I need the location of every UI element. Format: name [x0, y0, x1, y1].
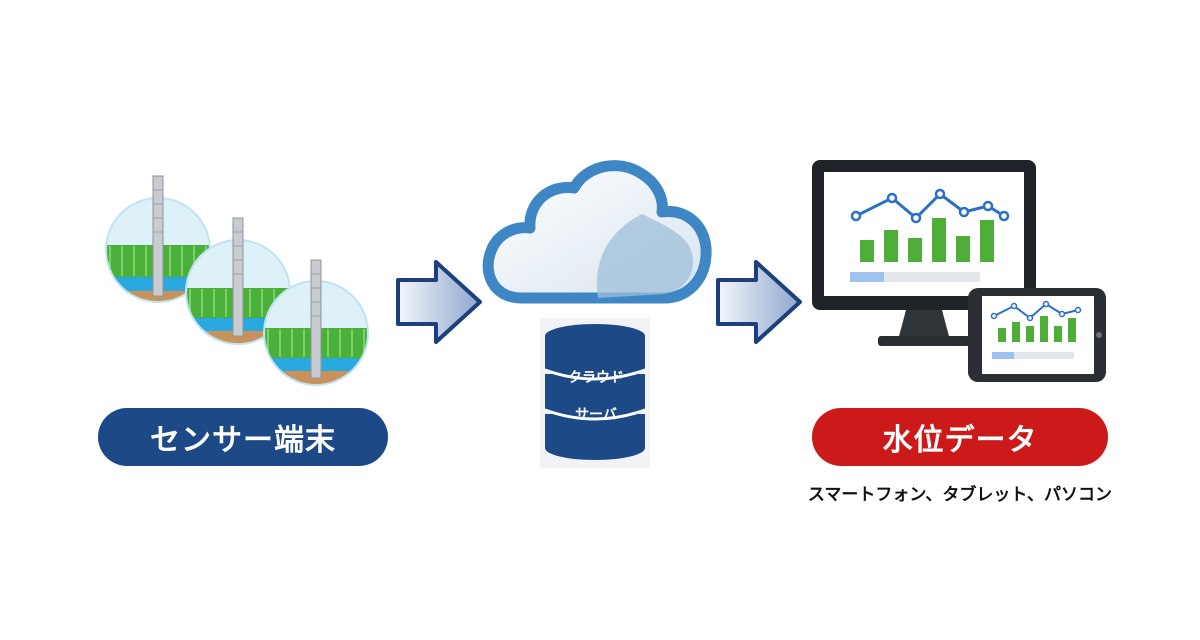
sensor-terminal-label: センサー端末	[98, 408, 388, 466]
monitor-icon	[812, 160, 1036, 346]
devices-caption: スマートフォン、タブレット、パソコン	[807, 485, 1113, 505]
database-icon	[540, 318, 650, 468]
tablet-icon	[968, 288, 1106, 382]
database-label-2: サーバ	[575, 407, 617, 423]
water-level-data-label: 水位データ	[812, 408, 1108, 466]
database-label-1: クラウド	[568, 370, 624, 386]
arrow-right-icon	[396, 260, 482, 344]
arrow-right-icon	[716, 260, 802, 344]
cloud-icon	[482, 160, 712, 304]
